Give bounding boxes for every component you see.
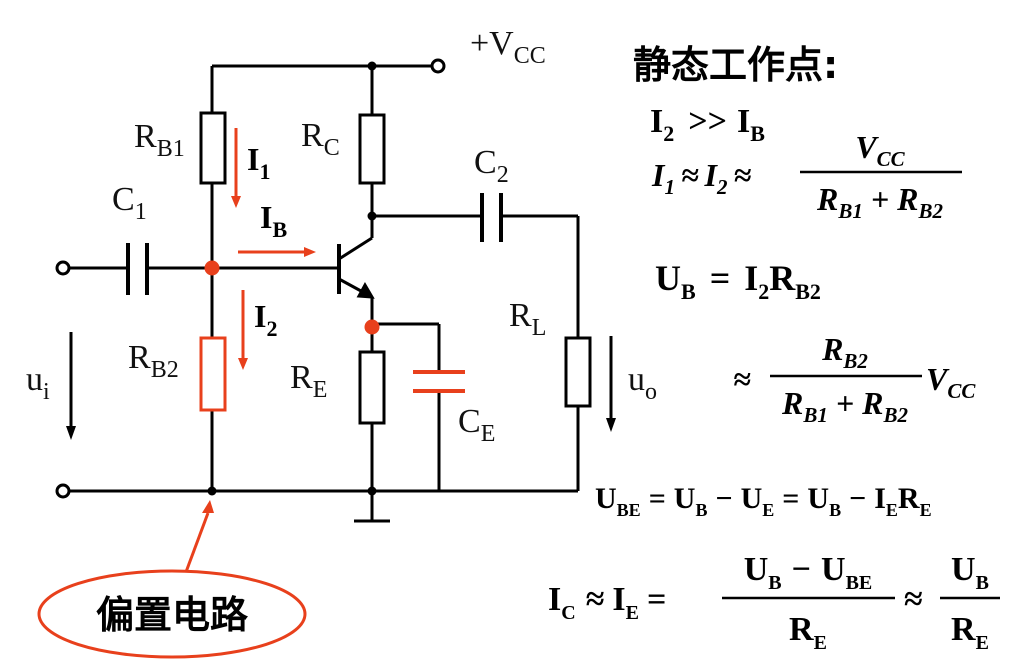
svg-text:VCC: VCC <box>926 361 976 403</box>
rb2-label: RB2 <box>128 339 179 383</box>
resistor-rc <box>358 113 386 185</box>
resistor-re <box>358 350 386 425</box>
component-labels: +VCC RB1 RC C1 C2 RB2 RE CE RL ui uo <box>26 25 657 447</box>
page-title: 静态工作点: <box>633 43 838 87</box>
bias-circuit-label: 偏置电路 <box>96 593 249 637</box>
ground-input-terminal <box>55 483 71 499</box>
equation-2: I1≈I2≈ VCC RB1+RB2 <box>651 129 962 223</box>
re-label: RE <box>290 359 327 403</box>
capacitor-c1 <box>126 243 149 295</box>
vcc-label: +VCC <box>470 25 546 69</box>
svg-text:RB1+RB2: RB1+RB2 <box>781 385 908 427</box>
current-arrows <box>231 128 316 370</box>
bias-callout: 偏置电路 <box>37 500 307 659</box>
ce-label: CE <box>458 403 495 447</box>
svg-text:RB2: RB2 <box>821 331 868 373</box>
vcc-terminal <box>430 58 446 74</box>
current-labels: I1 IB I2 <box>247 141 287 341</box>
uo-label: uo <box>628 361 657 405</box>
equation-3: UB=I2RB2 <box>655 258 821 304</box>
c1-label: C1 <box>112 181 147 225</box>
svg-text:RB1+RB2: RB1+RB2 <box>816 181 943 223</box>
capacitor-c2 <box>480 193 503 242</box>
svg-text:RE: RE <box>789 611 827 654</box>
bias-ellipse <box>37 569 307 659</box>
capacitor-ce <box>413 370 465 393</box>
input-terminal <box>55 260 71 276</box>
equation-4: ≈ RB2 RB1+RB2 VCC <box>733 331 976 427</box>
i1-label: I1 <box>247 141 270 184</box>
resistor-rb1 <box>199 111 227 185</box>
ib-label: IB <box>260 199 287 242</box>
svg-text:VCC: VCC <box>855 129 905 171</box>
ui-label: ui <box>26 361 50 405</box>
resistor-rb2 <box>199 336 227 412</box>
equation-1: I2>>IB <box>650 103 765 146</box>
svg-text:≈: ≈ <box>904 581 923 618</box>
svg-text:UB: UB <box>951 551 989 594</box>
rb1-label: RB1 <box>134 118 185 162</box>
svg-text:RE: RE <box>951 611 989 654</box>
svg-text:UB−UBE: UB−UBE <box>744 551 873 594</box>
equation-6: IC≈IE= UB−UBE RE ≈ UB RE <box>548 551 1000 654</box>
npn-transistor-icon <box>337 236 375 299</box>
rc-label: RC <box>301 117 340 161</box>
i2-label: I2 <box>254 298 277 341</box>
emitter-node-dot <box>364 319 380 335</box>
equation-5: UBE=UB−UE=UB−IERE <box>595 482 932 520</box>
base-node-dot <box>204 260 220 276</box>
junctions <box>207 61 377 496</box>
resistor-rl <box>564 336 592 408</box>
svg-text:IC≈IE=: IC≈IE= <box>548 581 666 624</box>
voltage-arrows <box>66 332 616 440</box>
terminals <box>55 58 446 499</box>
svg-text:≈: ≈ <box>733 361 751 397</box>
c2-label: C2 <box>474 144 509 188</box>
svg-text:I1≈I2≈: I1≈I2≈ <box>651 157 751 199</box>
rl-label: RL <box>509 297 546 341</box>
